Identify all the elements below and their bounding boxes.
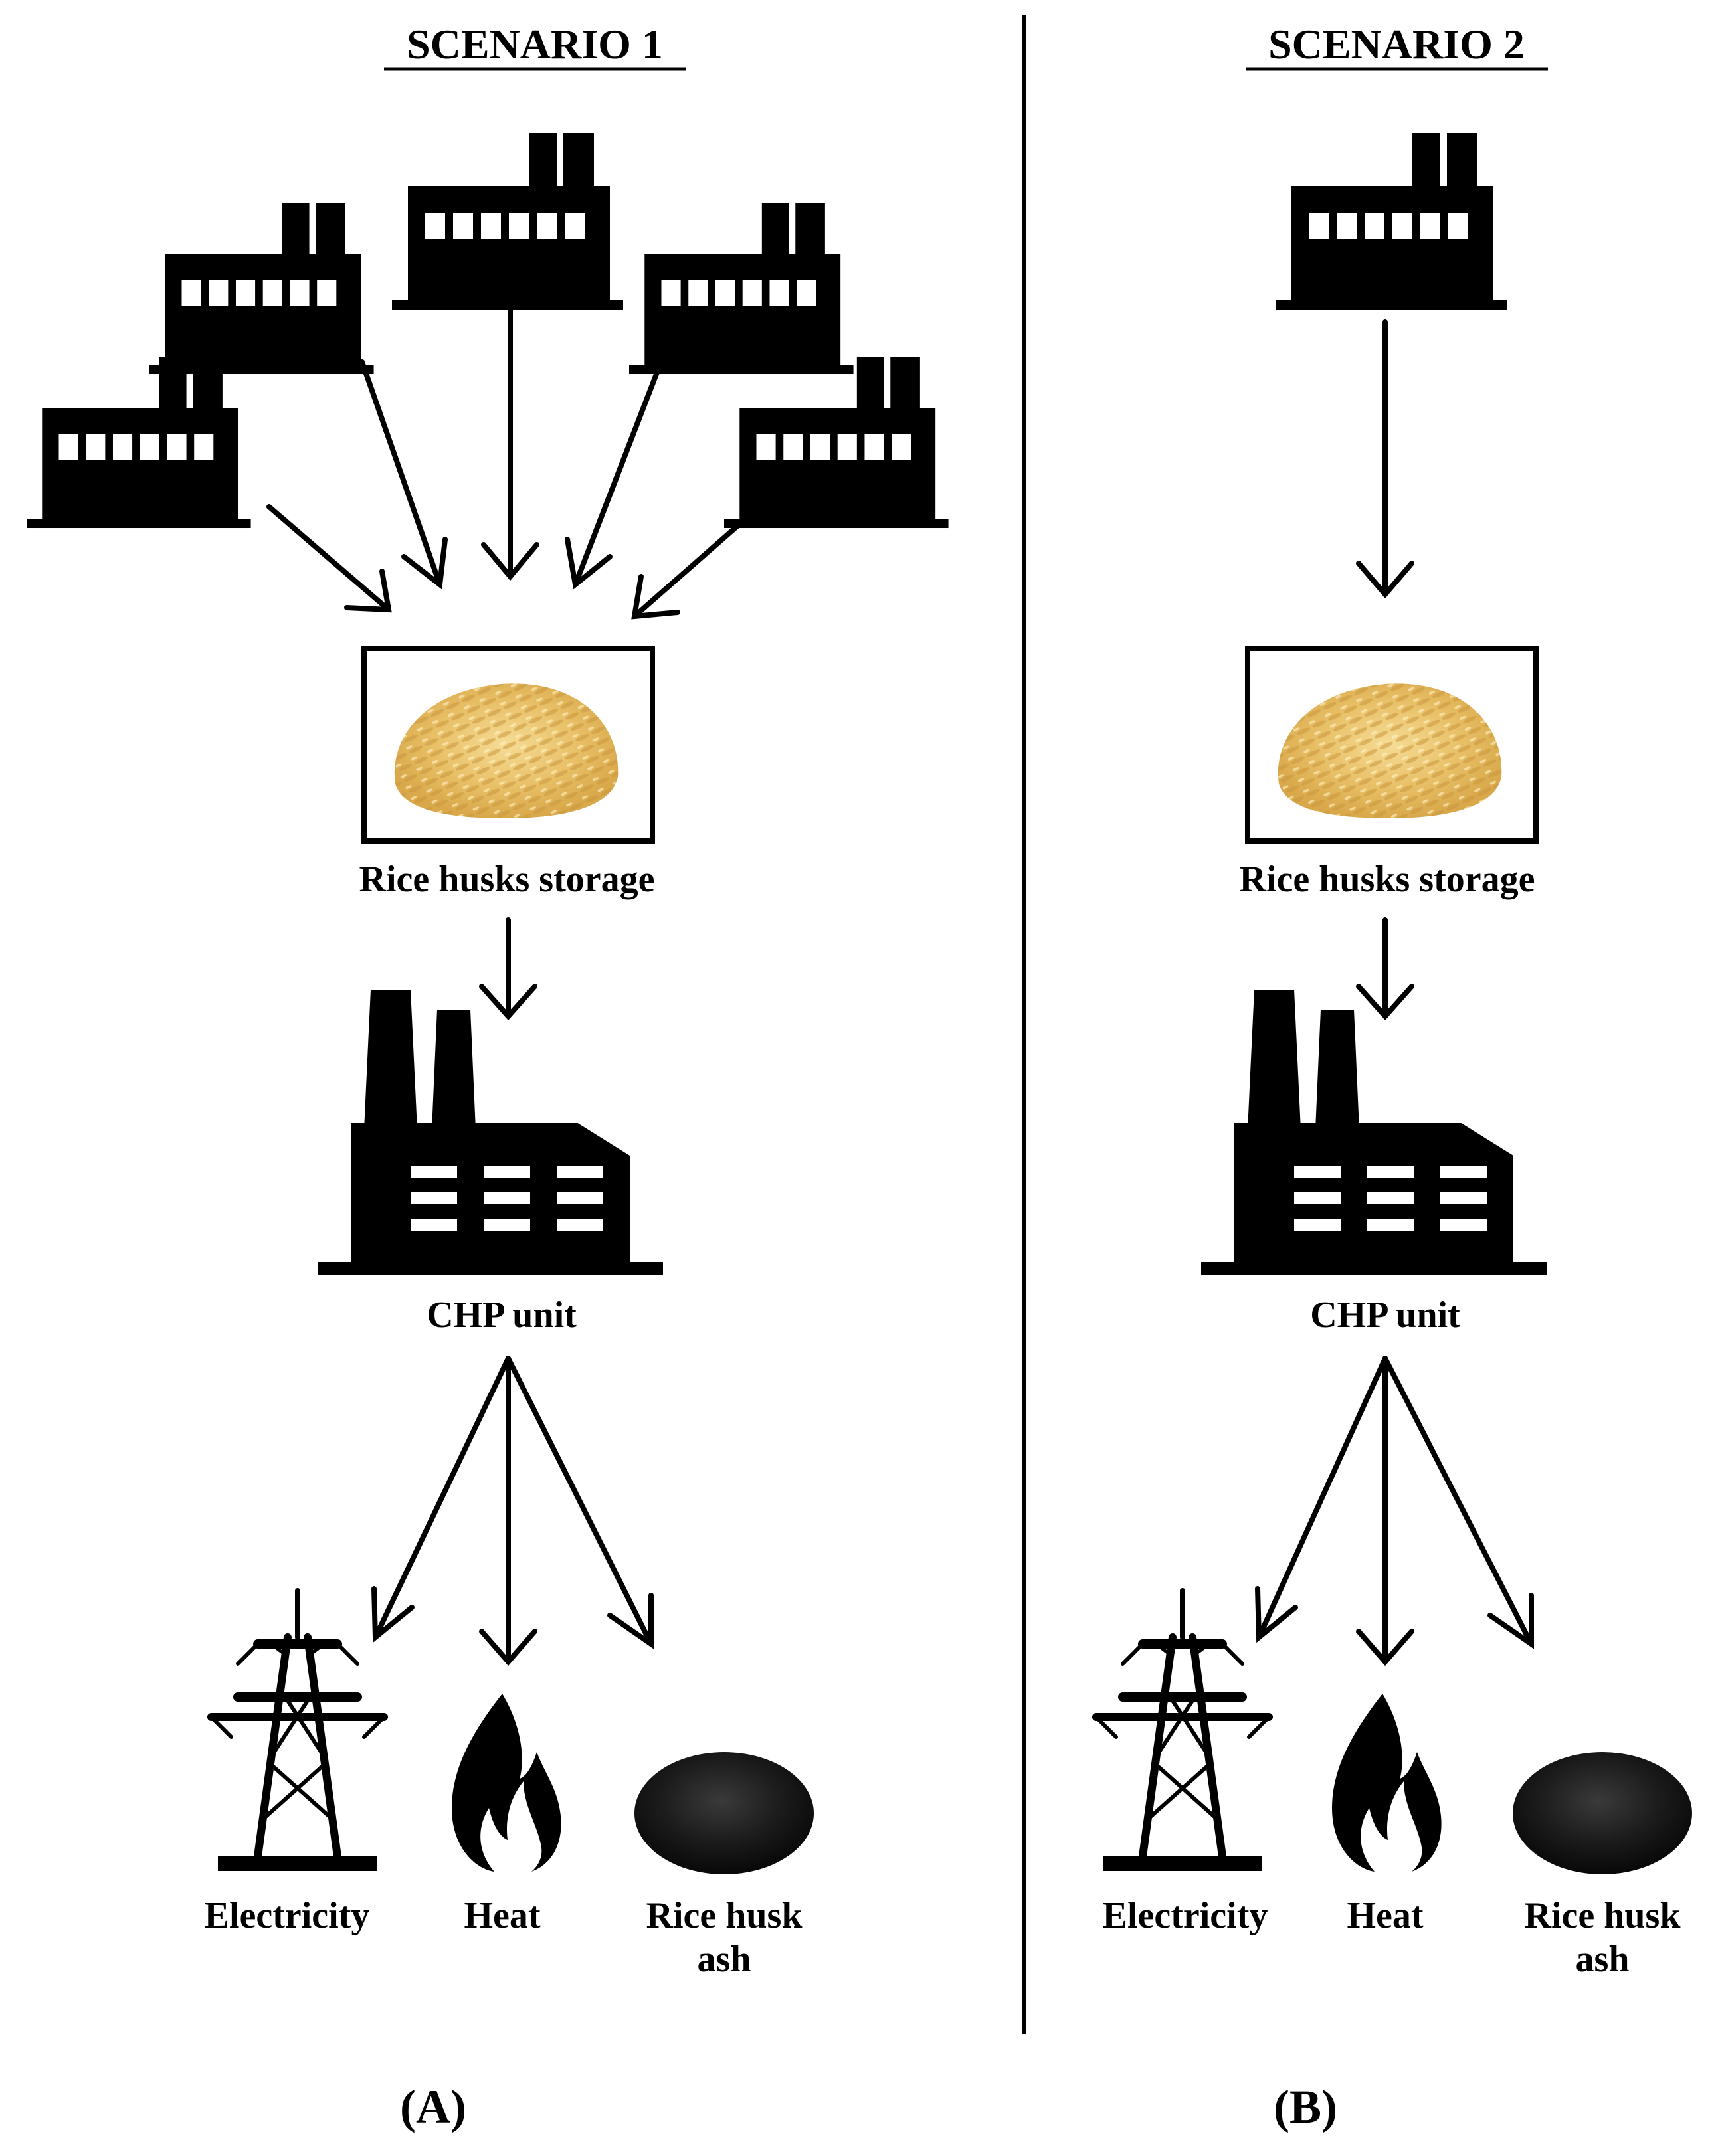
- scenario-1-panel: SCENARIO 1 Rice husks storage CHP unit: [27, 21, 949, 2133]
- panel-label-a: (A): [400, 2080, 466, 2133]
- mill-to-storage-arrow: [1356, 319, 1414, 599]
- output-label-electricity: Electricity: [1103, 1895, 1268, 1936]
- mill-to-storage-arrows: [266, 300, 757, 620]
- chp-to-output-arrows: [1255, 1356, 1534, 1666]
- scenario-2-panel: SCENARIO 2 Rice husks storage CHP unit E…: [1096, 21, 1692, 2133]
- chp-plant-icon: [1201, 990, 1547, 1275]
- output-label-ash-line1: Rice husk: [1525, 1895, 1681, 1936]
- scenario-1-title: SCENARIO 1: [407, 21, 663, 68]
- chp-plant-icon: [318, 990, 663, 1275]
- output-label-ash-line1: Rice husk: [646, 1895, 803, 1936]
- rice-husk-storage-box: [1245, 646, 1539, 844]
- output-label-heat: Heat: [464, 1895, 540, 1936]
- power-pylon-icon: [211, 1591, 384, 1871]
- rice-mill-icon: [392, 133, 623, 310]
- rice-husk-storage-box: [361, 646, 655, 844]
- scenario-2-title: SCENARIO 2: [1268, 21, 1525, 68]
- output-label-electricity: Electricity: [205, 1895, 370, 1936]
- rice-mill-icon: [149, 203, 374, 375]
- output-label-ash-line2: ash: [698, 1939, 751, 1980]
- ash-pile-icon: [634, 1752, 814, 1874]
- storage-label: Rice husks storage: [359, 859, 655, 900]
- ash-pile-icon: [1513, 1752, 1692, 1874]
- rice-mill-icon: [27, 357, 251, 529]
- rice-mill-icon: [629, 203, 854, 375]
- chp-to-output-arrows: [371, 1356, 654, 1666]
- output-label-heat: Heat: [1347, 1895, 1423, 1936]
- storage-label: Rice husks storage: [1240, 859, 1535, 900]
- storage-to-chp-arrow: [479, 917, 537, 1021]
- chp-label: CHP unit: [1310, 1295, 1460, 1336]
- storage-to-chp-arrow: [1356, 917, 1414, 1021]
- flame-icon: [1332, 1694, 1442, 1872]
- flame-icon: [452, 1694, 561, 1872]
- rice-mill-icon: [1276, 133, 1507, 310]
- panel-label-b: (B): [1274, 2080, 1337, 2133]
- output-label-ash-line2: ash: [1576, 1939, 1630, 1980]
- chp-label: CHP unit: [427, 1295, 577, 1336]
- rice-mill-icon: [724, 357, 949, 529]
- power-pylon-icon: [1096, 1591, 1269, 1871]
